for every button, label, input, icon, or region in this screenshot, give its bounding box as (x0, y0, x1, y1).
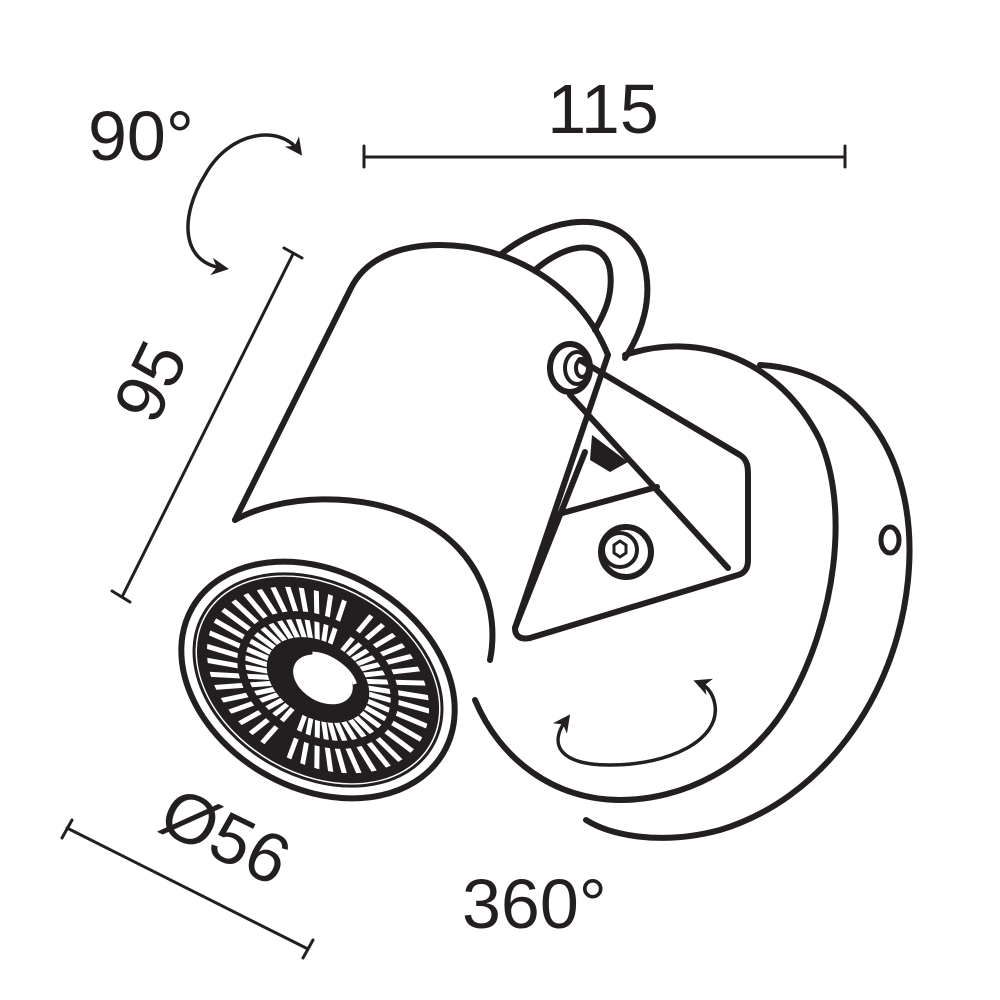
adjustment-screw-icon (598, 524, 654, 580)
swivel-label: 360° (462, 865, 607, 943)
swivel-arrow-icon (552, 678, 717, 767)
screw-hole-icon (878, 524, 902, 556)
hinge-bolt-icon (547, 341, 593, 395)
bracket-arm (512, 341, 751, 642)
width-dimension: 115 (362, 70, 847, 169)
lens-face (178, 558, 458, 802)
wall-canopy (472, 343, 913, 841)
diameter-dimension: Ø56 (60, 772, 315, 960)
tilt-arrow-icon (186, 133, 303, 276)
cable-loop (497, 218, 651, 361)
width-label: 115 (547, 70, 659, 148)
length-label: 95 (98, 329, 202, 433)
swivel-rotation: 360° (462, 678, 717, 943)
nut-icon (590, 435, 628, 472)
lens-grille-icon (196, 576, 440, 785)
tilt-rotation: 90° (88, 97, 303, 276)
lamp-body (232, 242, 611, 663)
tilt-label: 90° (88, 97, 194, 175)
length-dimension: 95 (98, 246, 304, 604)
